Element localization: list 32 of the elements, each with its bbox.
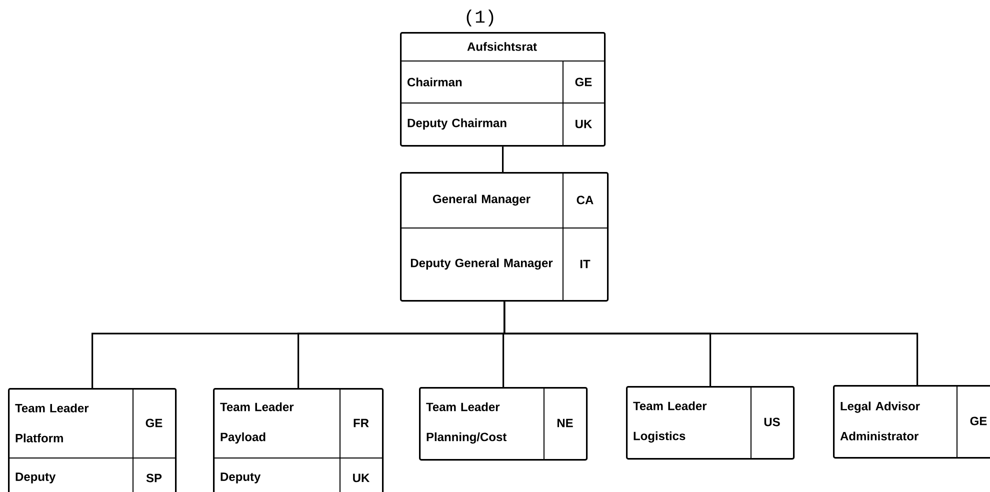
role-text: Team Leader Logistics [633, 401, 707, 443]
role-text: Deputy [220, 472, 261, 484]
country-code: SP [146, 474, 162, 482]
role-text: Deputy Chairman [408, 118, 506, 130]
org-box [419, 386, 588, 461]
connector-line [502, 146, 504, 172]
country-code: CA [576, 196, 594, 204]
org-box [212, 388, 384, 492]
role-text: General Manager [432, 194, 530, 206]
role-text: Deputy General Manager [410, 258, 553, 270]
board-title: Aufsichtsrat [467, 42, 537, 51]
role-text: Team Leader Payload [220, 402, 294, 444]
country-code: FR [354, 418, 369, 428]
country-code: UK [576, 120, 592, 128]
country-code: GE [575, 78, 592, 86]
country-code: NE [557, 418, 573, 428]
country-code: US [764, 418, 780, 426]
org-box [400, 32, 606, 147]
role-text: Team Leader Platform [15, 404, 89, 442]
role-text: Chairman [408, 78, 462, 86]
country-code: UK [353, 474, 370, 482]
org-box [626, 386, 795, 460]
country-code: GE [970, 416, 987, 426]
role-text: Legal Advisor Administrator [840, 402, 920, 440]
org-box [400, 172, 609, 302]
org-box [833, 384, 990, 459]
org-box [8, 388, 177, 492]
country-code: GE [146, 418, 162, 428]
role-text: Team Leader Planning/Cost [426, 402, 507, 444]
role-text: Deputy [16, 472, 56, 484]
connector-line [504, 302, 918, 385]
country-code: IT [580, 260, 590, 268]
